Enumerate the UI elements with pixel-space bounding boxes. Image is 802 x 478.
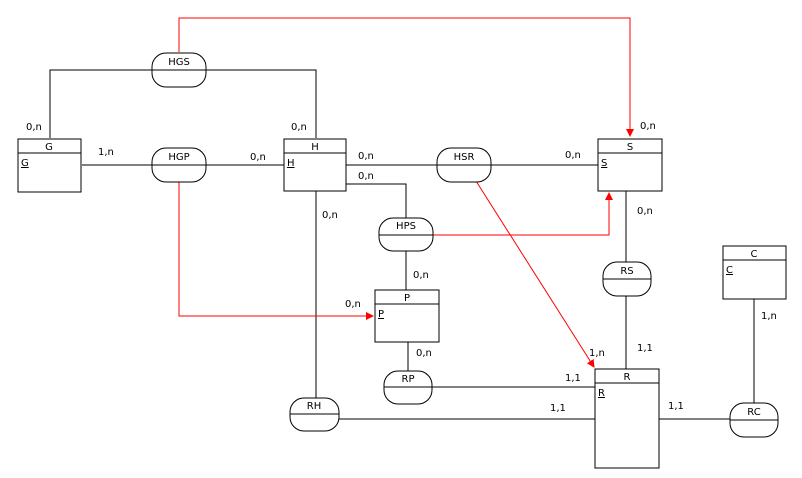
relation-hsr-label: HSR: [454, 152, 475, 163]
card-h-hsr: 0,n: [358, 151, 374, 162]
relation-rp: RP: [383, 370, 433, 405]
card-s-hgs: 0,n: [640, 121, 656, 132]
card-r-rp: 1,1: [565, 373, 581, 384]
relation-rp-label: RP: [402, 374, 415, 385]
arrow-hps-s: [432, 192, 613, 236]
entity-p-key: P: [378, 309, 384, 320]
line-h-hps: [346, 183, 407, 218]
card-p-hps: 0,n: [413, 270, 429, 281]
entity-g-name: G: [45, 142, 53, 153]
entity-c-key: C: [726, 265, 733, 276]
relation-hgp-label: HGP: [168, 152, 189, 163]
entity-p-name: P: [404, 293, 410, 304]
relation-hps: HPS: [378, 217, 434, 252]
card-r-rs: 1,1: [637, 343, 653, 354]
cardinality-labels: 0,n 0,n 0,n 1,n 0,n 0,n 0,n 0,n 0,n 0,n …: [26, 121, 777, 414]
entity-c: C C: [722, 245, 787, 300]
card-g-hgp: 1,n: [98, 147, 114, 158]
relation-hgs: HGS: [151, 52, 207, 88]
entity-s: S S: [597, 138, 663, 192]
entity-g-key: G: [21, 158, 29, 169]
card-r-rh: 1,1: [550, 403, 566, 414]
entity-s-name: S: [627, 142, 633, 153]
relation-rh-label: RH: [307, 401, 321, 412]
entity-s-key: S: [601, 158, 607, 169]
line-hgs-h: [206, 69, 317, 138]
relation-rs: RS: [602, 261, 652, 297]
relation-rc-label: RC: [747, 407, 760, 418]
card-h-rh: 0,n: [322, 210, 338, 221]
entity-r-key: R: [598, 388, 605, 399]
relation-rs-label: RS: [620, 266, 633, 277]
relation-hgp: HGP: [151, 147, 207, 183]
card-p-rp: 0,n: [416, 348, 432, 359]
relation-rc: RC: [729, 402, 779, 438]
red-arrows: [178, 17, 634, 368]
card-c-rc: 1,n: [761, 311, 777, 322]
arrow-hgs-s: [178, 17, 634, 137]
card-h-hgs: 0,n: [291, 122, 307, 133]
card-h-hgp: 0,n: [250, 152, 266, 163]
entity-h-name: H: [311, 142, 319, 153]
card-s-hsr: 0,n: [565, 150, 581, 161]
card-p-hgp: 0,n: [345, 299, 361, 310]
entity-h-key: H: [287, 158, 295, 169]
relation-hgs-label: HGS: [168, 57, 190, 68]
card-r-rc: 1,1: [668, 401, 684, 412]
arrow-hsr-r: [475, 180, 595, 368]
connector-lines: [49, 69, 755, 420]
entity-g: G G: [17, 138, 82, 193]
relation-hps-label: HPS: [396, 221, 416, 232]
line-g-hgs: [49, 69, 152, 138]
arrow-hgp-p: [178, 182, 374, 320]
card-g-hgs: 0,n: [26, 122, 42, 133]
entity-h: H H: [283, 138, 347, 192]
card-h-hps: 0,n: [358, 171, 374, 182]
card-r-hsr: 1,n: [589, 348, 605, 359]
entity-r: R R: [594, 368, 660, 469]
entity-r-name: R: [624, 372, 631, 383]
relation-rh: RH: [289, 397, 340, 432]
relation-hsr: HSR: [436, 147, 492, 183]
entity-c-name: C: [751, 249, 758, 260]
entity-p: P P: [374, 289, 440, 343]
card-s-rs: 0,n: [637, 206, 653, 217]
